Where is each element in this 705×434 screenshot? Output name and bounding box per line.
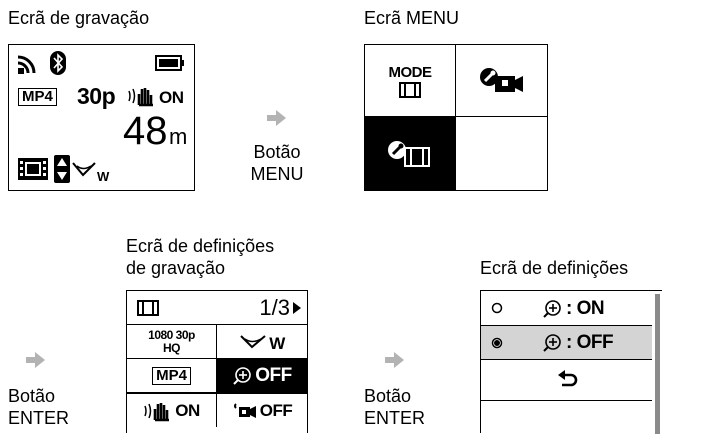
angle-value: W [97, 169, 109, 184]
frame-rate: 30p [77, 83, 116, 109]
enter-button-label-line1: Botão [8, 386, 56, 406]
menu-item-recording-settings[interactable] [365, 117, 456, 190]
flip-setting[interactable]: OFF [217, 393, 307, 427]
radio-selected-icon [491, 337, 503, 349]
back-icon [557, 370, 577, 387]
quality-setting[interactable]: 1080 30p HQ [127, 325, 217, 359]
movie-icon [399, 81, 421, 98]
recording-screen-caption: Ecrã de gravação [8, 8, 150, 28]
flip-camera-icon [233, 402, 256, 418]
menu-screen: MODE [364, 44, 548, 191]
wifi-icon [17, 55, 36, 74]
camera-settings-icon [479, 67, 523, 92]
menu-item-mode[interactable]: MODE [365, 45, 456, 117]
steadyshot-icon [128, 88, 153, 107]
zoom-icon [233, 367, 252, 385]
arrow-right-icon [26, 352, 45, 368]
rec-settings-caption-line2: de gravação [126, 258, 226, 278]
battery-icon [155, 55, 184, 71]
recording-settings-icon [388, 140, 430, 167]
up-down-icon [54, 155, 70, 183]
remaining-unit: m [169, 124, 188, 149]
zoom-icon [543, 334, 561, 352]
flip-value: OFF [259, 400, 293, 420]
remaining-time: 48 [123, 109, 168, 153]
movie-icon [18, 158, 48, 180]
field-of-view-icon [240, 334, 266, 348]
rec-settings-caption-line1: Ecrã de definições [126, 236, 275, 256]
arrow-right-icon [385, 352, 404, 368]
steadyshot-value: ON [159, 88, 184, 107]
back-button[interactable] [481, 360, 652, 401]
enter-button-label-line2: ENTER [364, 408, 426, 428]
page-indicator: 1/3 [259, 294, 290, 320]
angle-value: W [269, 333, 285, 353]
recording-screen: MP4 30p ON 48 m W [8, 44, 195, 191]
enter-button-label-line2: ENTER [8, 408, 70, 428]
arrow-right-icon [267, 110, 286, 126]
format-badge: MP4 [18, 88, 57, 106]
menu-item-empty [456, 117, 547, 190]
settings-option-off[interactable]: : OFF [481, 326, 652, 360]
settings-screen: : ON : OFF [480, 290, 662, 434]
rec-settings-header: 1/3 [127, 291, 307, 325]
menu-item-camera-settings[interactable] [456, 45, 547, 117]
steadyshot-icon [144, 402, 170, 421]
scrollbar[interactable] [655, 294, 660, 434]
radio-unselected-icon [491, 302, 503, 314]
mode-label: MODE [388, 63, 433, 81]
rec-settings-screen: 1/3 1080 30p HQ W MP4 OFF ON [126, 290, 308, 433]
menu-button-label-line2: MENU [250, 164, 304, 184]
steadyshot-setting[interactable]: ON [127, 393, 217, 427]
zoom-value: OFF [255, 365, 292, 386]
movie-icon [137, 299, 159, 316]
zoom-setting[interactable]: OFF [217, 359, 307, 393]
zoom-icon [543, 300, 561, 318]
settings-screen-caption: Ecrã de definições [480, 258, 629, 278]
format-badge: MP4 [152, 366, 191, 385]
option-value: : OFF [566, 332, 614, 353]
next-page-icon[interactable] [293, 301, 301, 314]
quality-line1: 1080 30p [148, 327, 195, 342]
menu-button-label-line1: Botão [253, 142, 301, 162]
menu-screen-caption: Ecrã MENU [364, 8, 460, 28]
field-of-view-icon [72, 162, 96, 177]
enter-button-label-line1: Botão [364, 386, 412, 406]
option-value: : ON [566, 298, 605, 319]
angle-setting[interactable]: W [217, 325, 307, 359]
steadyshot-value: ON [175, 400, 200, 420]
quality-line2: HQ [163, 340, 181, 355]
format-setting[interactable]: MP4 [127, 359, 217, 393]
settings-option-on[interactable]: : ON [481, 291, 652, 326]
bluetooth-icon [50, 51, 66, 75]
